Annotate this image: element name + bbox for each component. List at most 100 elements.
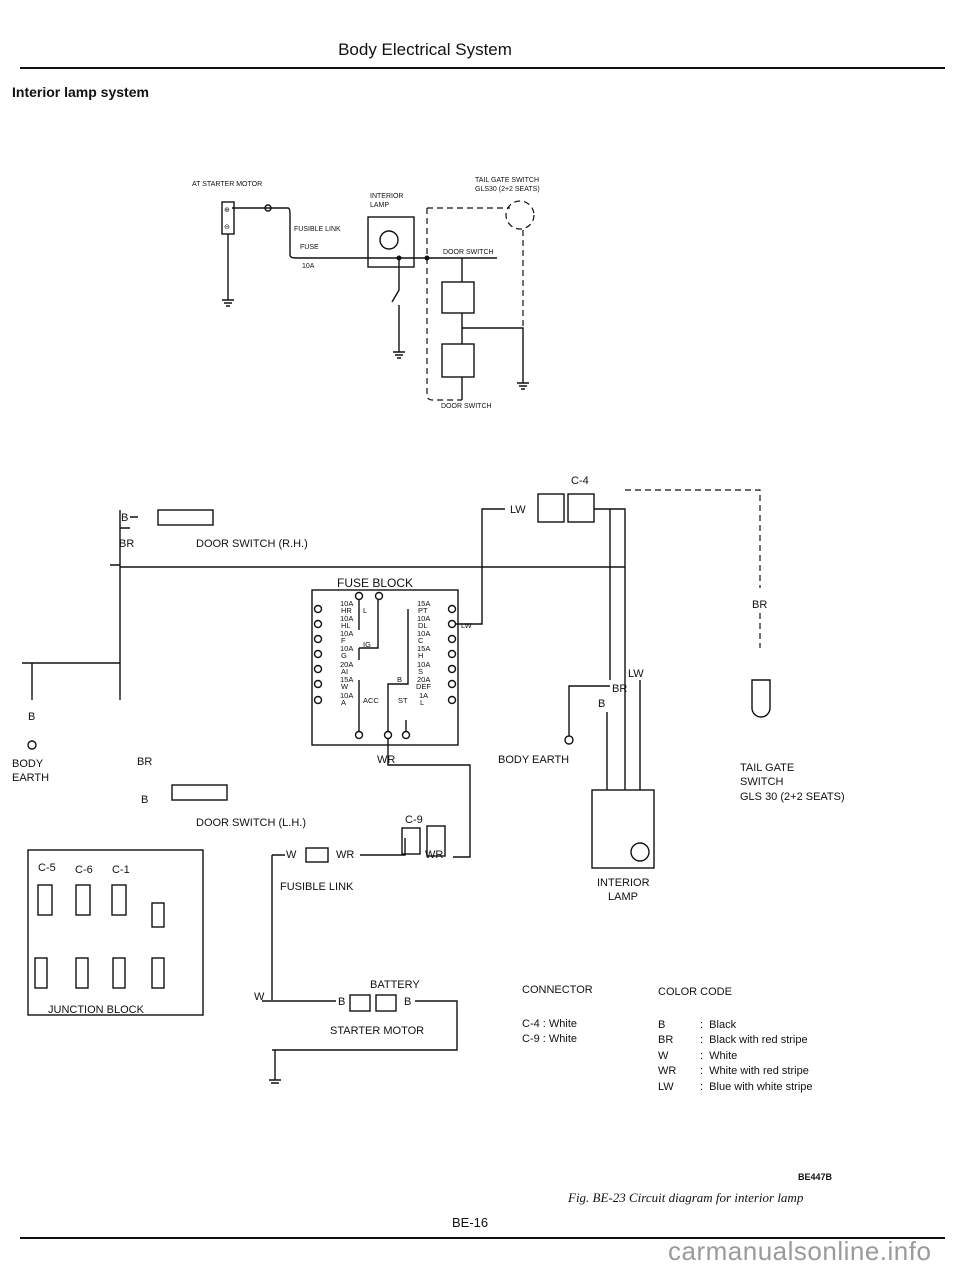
connector-color: White [548,1033,578,1045]
connector-c9-symbol [401,827,421,855]
color-meaning: Black with red stripe [709,1034,808,1046]
plus-icon: ⊕ [224,207,230,214]
color-code: LW [658,1080,674,1093]
bus-label: B [397,675,402,684]
fuse-label: 15A [417,599,430,608]
fuse-label: DEF [416,682,431,691]
color-code: B [658,1018,666,1031]
fuse-label: 10A [340,644,353,653]
label-fuse-rating: 10A [302,263,315,270]
fuse-label: 10A [340,629,353,638]
color-meaning: White with red stripe [709,1065,809,1077]
wire-label: W [254,991,265,1003]
connector-label: C-4 [571,475,589,487]
connector-color: White [548,1017,578,1030]
connector-c4-symbol [567,493,595,523]
color-code: BR [658,1034,674,1046]
label-door-switch-lh: DOOR SWITCH (L.H.) [196,817,306,829]
wire-label: B [28,711,35,723]
battery-minus-terminal [375,994,397,1012]
fuse-label: H [418,651,423,660]
label-body-earth: EARTH [12,772,49,784]
label-body-earth: BODY EARTH [498,754,569,766]
color-meaning: Black [709,1018,737,1031]
fuse-label: G [341,651,347,660]
fuse-label: AI [341,667,348,676]
connector-item: C-9 : White [522,1033,578,1045]
connector-legend: CONNECTOR C-4 : White C-9 : White [522,984,593,1049]
label-fuse: FUSE [300,244,319,251]
color-code: WR [658,1065,677,1077]
fuse-label: 15A [340,675,353,684]
fuse-label: L [420,698,424,707]
footer-rule [20,1237,945,1239]
color-code-item: LW: Blue with white stripe [658,1080,813,1093]
wire-label: WR [377,754,395,766]
color-code-item: BR: Black with red stripe [658,1034,808,1046]
main-circuit: B BR DOOR SWITCH (R.H.) B BODY EARTH BR … [12,475,845,1084]
fuse-label: HL [341,621,351,630]
connector-label: C-5 [38,862,56,874]
wire-label: BR [119,538,134,550]
wire-label: B [598,698,605,710]
connector-c4-symbol [537,493,565,523]
wire-label: B [121,512,128,524]
fuse-label: W [341,682,349,691]
tail-gate-switch-symbol [751,679,771,718]
bus-label: L [363,606,367,615]
wire-label: BR [752,599,767,611]
fuse-label: 1A [419,691,428,700]
wire-label: WR [336,849,354,861]
fuse-terminals [313,591,457,740]
connector-c9-symbol [426,825,446,857]
connector-item: C-4 : White [522,1017,578,1030]
fuse-block [311,589,459,746]
label-junction-block: JUNCTION BLOCK [48,1004,145,1016]
label-tail-gate-switch: TAIL GATE [740,762,794,774]
bus-label: ST [398,696,408,705]
header-rule [20,67,945,69]
color-meaning: Blue with white stripe [709,1080,813,1093]
bus-label: IG [363,640,371,649]
door-switch-symbol [441,281,475,314]
tail-gate-switch-symbol [505,200,535,230]
minus-icon: ⊖ [224,224,230,231]
label-interior-lamp-1: INTERIOR [370,193,403,200]
label-door-switch-b: DOOR SWITCH [441,403,492,410]
fuse-label: 15A [417,644,430,653]
wire-label: LW [510,504,526,516]
connector-label: C-1 [112,864,130,876]
lamp-bulb-icon [379,230,399,250]
figure-code: BE447B [798,1172,833,1182]
body-earth-icon [27,740,37,750]
fuse-label: 10A [340,614,353,623]
label-door-switch-a: DOOR SWITCH [443,249,494,256]
body-earth-icon [564,735,574,745]
fuse-label: 10A [340,691,353,700]
connector-id: C-4 [522,1017,540,1030]
watermark: carmanualsonline.info [668,1236,932,1266]
wire-label: BR [137,756,152,768]
fuse-label: F [341,636,346,645]
connector-legend-title: CONNECTOR [522,984,593,996]
fuse-label: S [418,667,423,676]
label-interior-lamp: LAMP [608,891,638,903]
fuse-label: A [341,698,346,707]
lamp-bulb-icon [630,842,650,862]
door-switch-rh-symbol [157,509,214,526]
section-title: Interior lamp system [12,84,149,100]
interior-lamp-box [367,216,415,268]
label-at-starter-motor: AT STARTER MOTOR [192,181,262,188]
interior-lamp-box [591,789,655,869]
label-tail-gate-model: GLS30 (2+2 SEATS) [475,186,540,193]
wire-label: B [338,996,345,1008]
label-battery: BATTERY [370,979,420,991]
fuse-label: 10A [417,614,430,623]
wire-label: LW [461,621,473,630]
fuse-label: PT [418,606,428,615]
wire-label: BR [612,683,627,695]
junction-block [27,849,204,1016]
